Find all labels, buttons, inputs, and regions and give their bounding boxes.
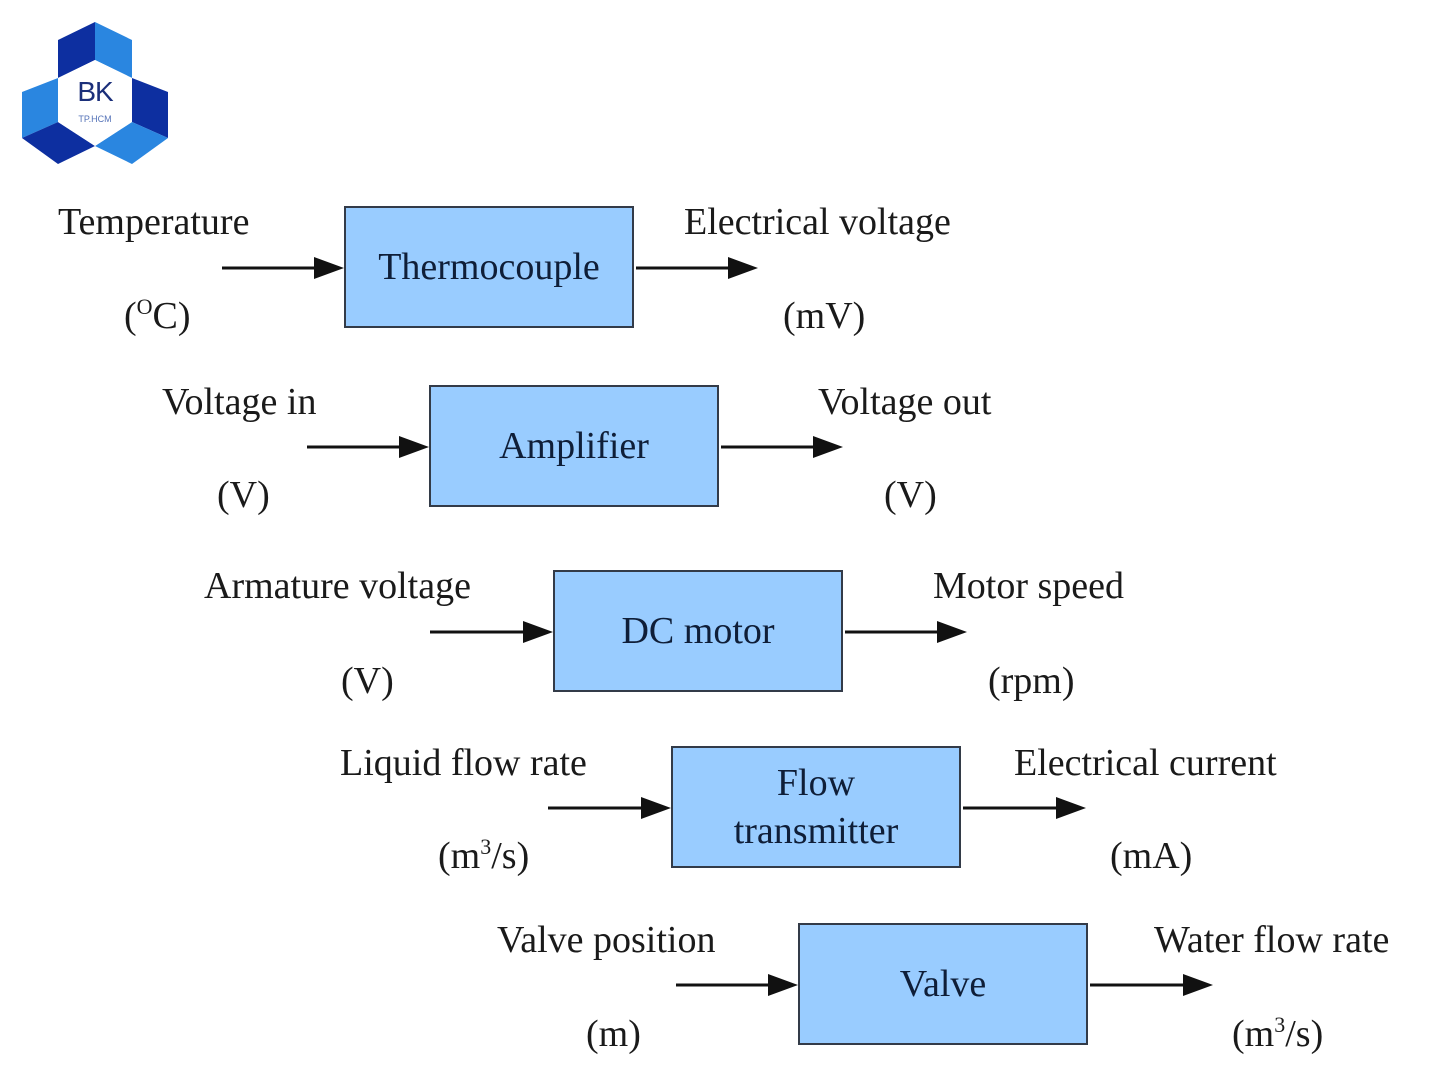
output-unit-v: (V) (884, 474, 937, 516)
university-logo: BK TP.HCM (22, 22, 168, 166)
output-unit-rpm: (rpm) (988, 660, 1075, 702)
input-arrow-head-icon (768, 974, 798, 996)
block-flow-transmitter-line1: Flow (776, 762, 856, 804)
input-unit-temperature: (OC) (124, 294, 191, 337)
output-label-electrical-voltage: Electrical voltage (684, 201, 951, 243)
output-arrow-head-icon (1183, 974, 1213, 996)
block-valve: Valve (798, 923, 1088, 1045)
input-arrow-head-icon (641, 797, 671, 819)
input-label-armature-voltage: Armature voltage (204, 565, 471, 607)
block-amplifier: Amplifier (429, 385, 719, 507)
block-thermocouple: Thermocouple (344, 206, 634, 328)
logo-hexagon-icon (22, 22, 168, 164)
output-arrow-head-icon (813, 436, 843, 458)
input-arrow-head-icon (523, 621, 553, 643)
block-dc-motor: DC motor (553, 570, 843, 692)
input-unit-v: (V) (217, 474, 270, 516)
block-flow-transmitter: Flow transmitter (671, 746, 961, 868)
logo-subtitle: TP.HCM (78, 114, 112, 124)
output-label-voltage-out: Voltage out (818, 381, 992, 423)
block-flow-transmitter-line2: transmitter (733, 810, 899, 852)
output-label-motor-speed: Motor speed (933, 565, 1125, 607)
output-label-water-flow-rate: Water flow rate (1154, 919, 1390, 961)
input-unit-v: (V) (341, 660, 394, 702)
input-label-temperature: Temperature (58, 201, 250, 243)
input-unit-m: (m) (586, 1013, 641, 1055)
output-arrow-head-icon (1056, 797, 1086, 819)
output-arrow-head-icon (937, 621, 967, 643)
input-unit-m3s: (m3/s) (438, 834, 530, 877)
output-unit-m3s: (m3/s) (1232, 1012, 1324, 1055)
input-arrow-head-icon (399, 436, 429, 458)
input-arrow-head-icon (314, 257, 344, 279)
output-arrow-head-icon (728, 257, 758, 279)
output-unit-mv: (mV) (783, 295, 866, 337)
logo-title: BK (77, 76, 113, 107)
input-label-liquid-flow-rate: Liquid flow rate (340, 742, 587, 784)
output-label-electrical-current: Electrical current (1014, 742, 1277, 784)
input-label-voltage-in: Voltage in (162, 381, 317, 423)
output-unit-ma: (mA) (1110, 835, 1193, 877)
input-label-valve-position: Valve position (497, 919, 716, 961)
